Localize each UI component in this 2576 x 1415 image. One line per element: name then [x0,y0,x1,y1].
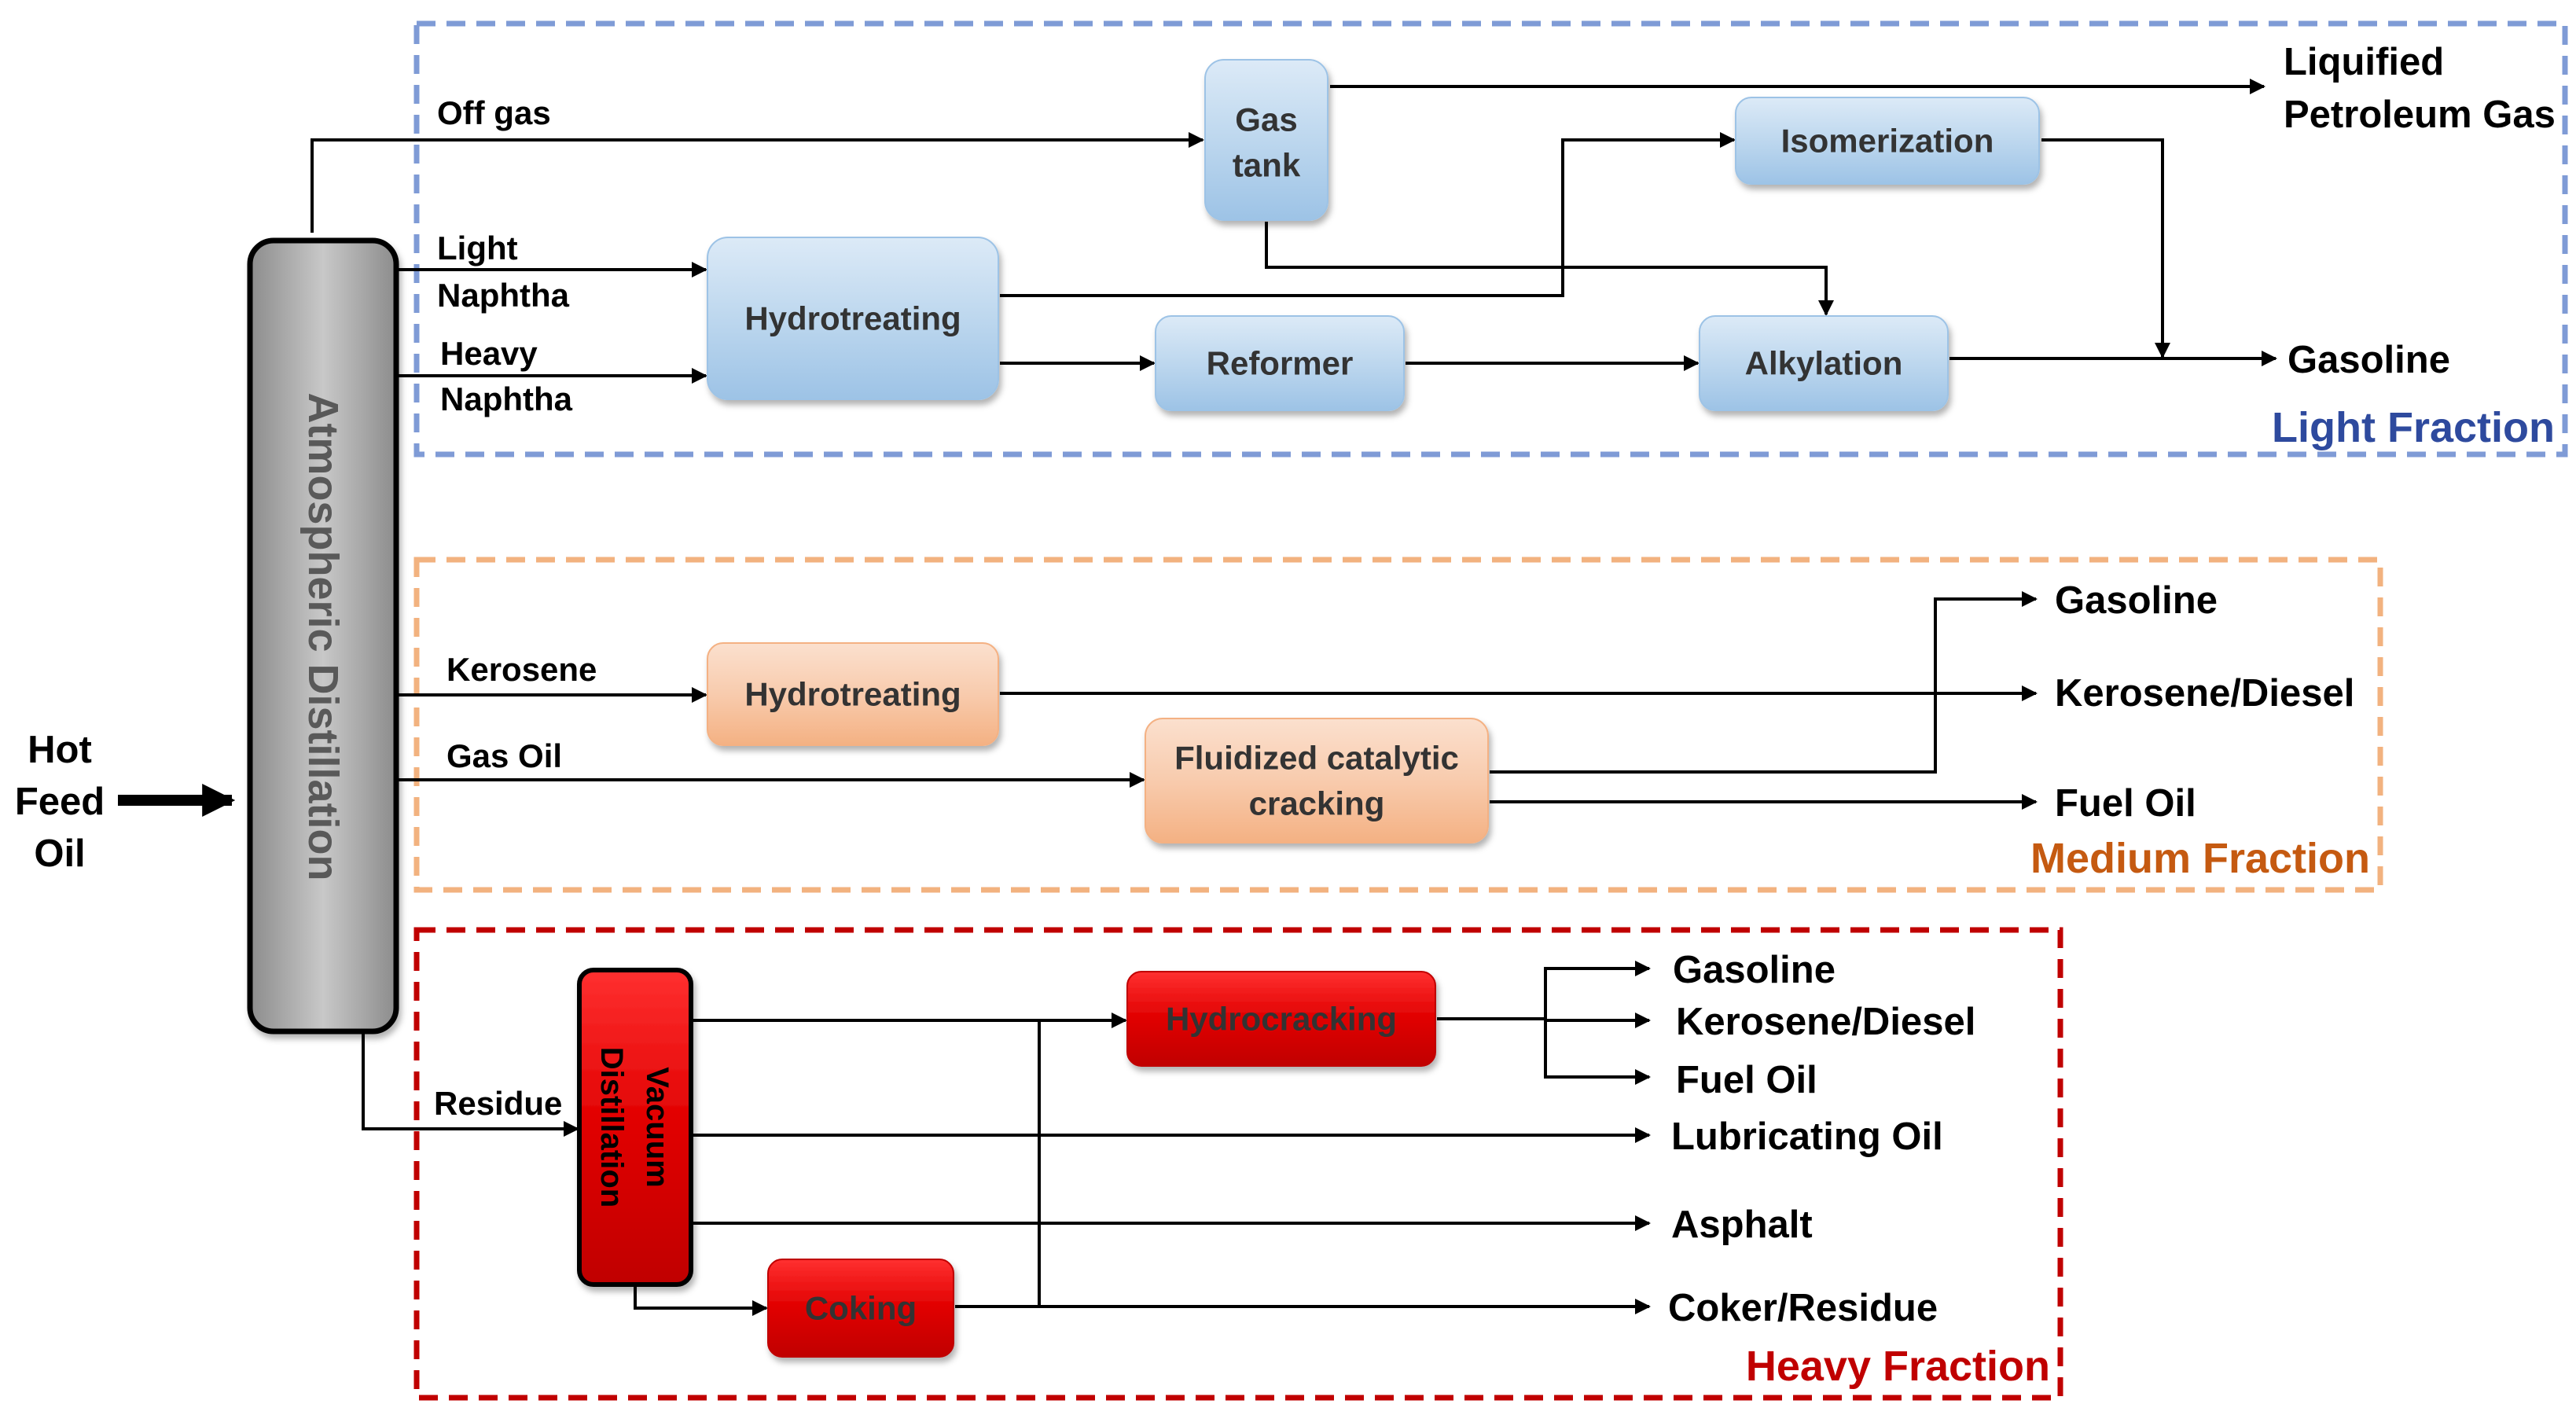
gas-tank-label-1: Gas [1235,101,1297,138]
atmospheric-distillation-label: Atmospheric Distillation [299,392,347,880]
fcc-unit [1145,718,1489,843]
hydrotreating-medium-label: Hydrotreating [744,676,961,713]
light-naphtha-label-1: Light [437,230,518,266]
residue-label: Residue [434,1085,562,1122]
heavy-fraction-title: Heavy Fraction [1746,1343,2050,1390]
isomerization-unit [1735,97,2040,185]
feed-label-line1: Hot [28,729,92,771]
kerosene-diesel-medium-product: Kerosene/Diesel [2055,672,2354,715]
hydrotreating-to-isomerization-line [1000,132,1736,297]
light-naphtha-label-2: Naphtha [437,277,570,314]
fcc-label-1: Fluidized catalytic [1174,740,1459,777]
heavy-naphtha-label-2: Naphtha [440,380,573,417]
hydrocracking-unit [1126,971,1436,1067]
kerosene-diesel-heavy-product: Kerosene/Diesel [1676,1001,1975,1043]
coker-residue-product: Coker/Residue [1668,1287,1938,1329]
fcc-label-2: cracking [1249,785,1385,822]
residue-line [362,1033,579,1137]
gasoline-medium-product: Gasoline [2055,579,2218,622]
coking-label: Coking [805,1290,917,1327]
alkylation-label: Alkylation [1745,345,1903,382]
fuel-oil-heavy-product: Fuel Oil [1676,1059,1817,1101]
off-gas-label: Off gas [437,94,551,131]
atmospheric-distillation-column [247,237,399,1035]
heavy-naphtha-label-1: Heavy [440,335,538,372]
fuel-oil-medium-product: Fuel Oil [2055,782,2196,825]
vacuum-to-coking-line [634,1286,768,1316]
vacuum-distillation-label-2: Distillation [594,1047,629,1207]
gasoline-heavy-product: Gasoline [1673,949,1836,991]
hydrotreating-light-unit [707,237,999,400]
light-fraction-frame [413,20,2568,458]
gasoline-light-product: Gasoline [2288,339,2450,381]
gas-tank-to-alkylation-line [1265,222,1834,316]
off-gas-line [311,132,1204,233]
kerosene-label: Kerosene [446,651,597,688]
isomerization-label: Isomerization [1781,123,1994,160]
alkylation-unit [1699,315,1949,411]
vacuum-distillation-unit [577,968,693,1287]
heavy-fraction-frame [413,927,2063,1401]
asphalt-product: Asphalt [1671,1204,1813,1246]
medium-fraction-frame [413,557,2383,893]
gas-tank-unit [1204,59,1328,221]
hydrotreating-medium-unit [707,642,999,746]
lpg-product-line1: Liquified [2284,41,2444,83]
coking-unit [767,1259,954,1358]
feed-label-line3: Oil [34,832,85,875]
light-fraction-title: Light Fraction [2272,404,2555,451]
reformer-label: Reformer [1207,345,1354,382]
lubricating-oil-product: Lubricating Oil [1671,1115,1943,1158]
lpg-product-line2: Petroleum Gas [2284,94,2556,136]
medium-fraction-title: Medium Fraction [2030,835,2370,882]
hydrotreating-light-label: Hydrotreating [744,300,961,337]
feed-label-line2: Feed [15,781,105,823]
reformer-unit [1155,315,1405,411]
isomerization-to-gasoline-line [2041,138,2170,358]
gas-oil-label: Gas Oil [446,737,562,774]
vacuum-distillation-label-1: Vacuum [640,1067,674,1187]
gas-tank-label-2: tank [1233,147,1301,184]
hydrocracking-label: Hydrocracking [1166,1001,1397,1038]
fcc-to-gasoline-line [1490,591,2038,774]
